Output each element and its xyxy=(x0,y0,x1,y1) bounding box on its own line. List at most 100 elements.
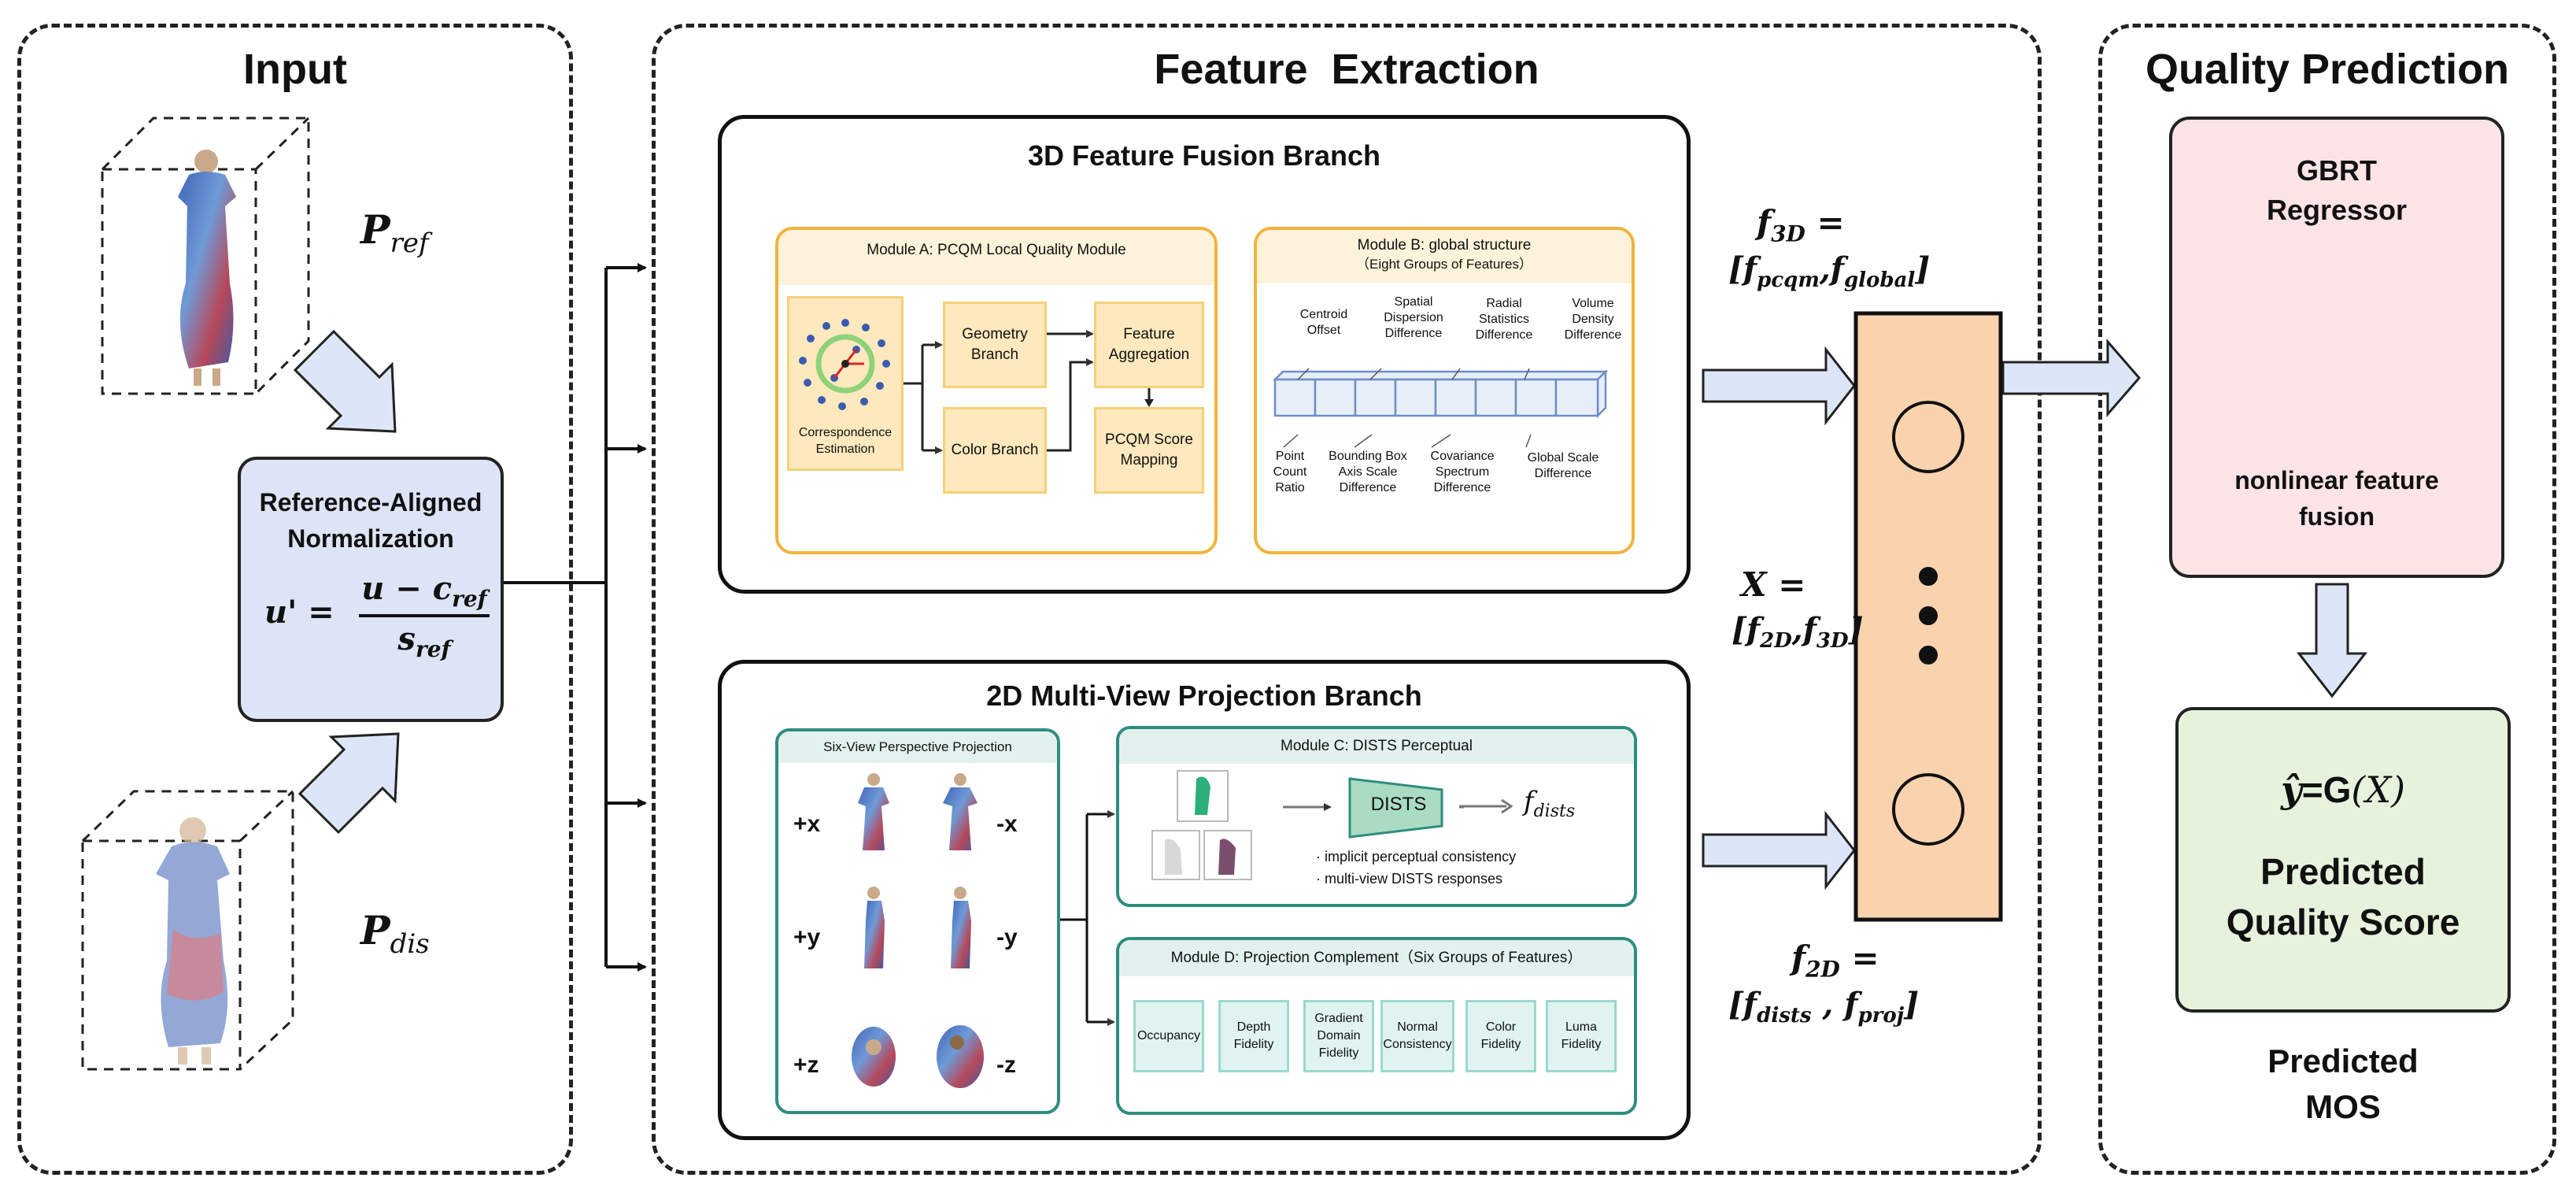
predicted-quality-1: Predicted xyxy=(2260,851,2426,892)
f2d-equation-lhs: f2D = xyxy=(1791,939,1879,982)
gradient-domain-label: Gradient Domain Fidelity xyxy=(1314,1012,1363,1060)
view-figure-plus-x xyxy=(858,773,889,850)
ref-to-norm-arrow xyxy=(293,329,397,433)
normalization-box: Reference-Aligned Normalization u' = u −… xyxy=(238,457,504,722)
p-ref-main: P xyxy=(360,206,390,253)
x-rhs-sub1: 2D xyxy=(1760,629,1792,653)
luma-fidelity-label: Luma Fidelity xyxy=(1561,1020,1602,1051)
numerator-main: u − c xyxy=(361,570,453,607)
occupancy-box: Occupancy xyxy=(1133,1000,1204,1072)
predicted-mos-1: Predicted xyxy=(2267,1042,2419,1079)
f3d-lhs-main: f xyxy=(1757,203,1772,242)
normal-consistency-label: Normal Consistency xyxy=(1383,1020,1452,1051)
predicted-mos-2: MOS xyxy=(2305,1088,2381,1125)
f2d-to-vector-arrow xyxy=(1702,810,1856,891)
feature-vector xyxy=(1853,311,2003,922)
f3d-lhs-sub: 3D xyxy=(1771,220,1805,247)
feature-extraction-title: Feature Extraction xyxy=(1154,46,1539,93)
denominator-sub: ref xyxy=(415,636,451,662)
geometry-branch-box: Geometry Branch xyxy=(943,302,1047,388)
normal-consistency-box: Normal Consistency xyxy=(1380,1000,1454,1072)
branch-3d-title: 3D Feature Fusion Branch xyxy=(1027,139,1381,172)
view-minus-y: -y xyxy=(996,924,1018,950)
aggregation-to-mapping-arrow xyxy=(1144,388,1154,407)
pcqm-score-mapping-box: PCQM Score Mapping xyxy=(1094,407,1204,494)
gbrt-title-2: Regressor xyxy=(2266,194,2408,226)
feature-extraction-panel: Feature Extraction xyxy=(652,24,2042,1175)
branch-2d-title: 2D Multi-View Projection Branch xyxy=(986,679,1422,712)
reference-cube xyxy=(101,117,310,395)
module-b-header: Module B: global structure （Eight Groups… xyxy=(1257,230,1632,283)
f3d-to-vector-arrow xyxy=(1702,346,1856,426)
dists-output-arrow xyxy=(1459,798,1513,814)
module-b-title-2: （Eight Groups of Features） xyxy=(1356,257,1532,272)
vector-to-gbrt-arrow xyxy=(2001,338,2141,418)
view-minus-z: -z xyxy=(996,1052,1016,1078)
normalization-title-2: Normalization xyxy=(287,524,454,553)
gbrt-title-1: GBRT xyxy=(2297,154,2377,187)
p-dis-sub: dis xyxy=(390,928,430,960)
module-b-title-1: Module B: global structure xyxy=(1357,237,1532,254)
quality-prediction-panel: Quality Prediction xyxy=(2098,24,2556,1175)
six-view-projection: Six-View Perspective Projection xyxy=(775,728,1060,1114)
gbrt-regressor-box: GBRT Regressor nonlinear feature fusion xyxy=(2169,117,2504,578)
color-branch-label: Color Branch xyxy=(951,442,1039,458)
p-ref-label: Pref xyxy=(360,206,429,259)
luma-fidelity-box: Luma Fidelity xyxy=(1546,1000,1617,1072)
f2d-lhs-sub: 2D xyxy=(1805,956,1840,983)
f-dists-main: f xyxy=(1524,786,1534,817)
module-d-title: Module D: Projection Complement（Six Grou… xyxy=(1119,940,1634,976)
feature-aggregation-label: Feature Aggregation xyxy=(1108,326,1190,363)
reference-person-figure xyxy=(178,150,236,386)
g-function: =G xyxy=(2301,769,2352,810)
quality-prediction-title: Quality Prediction xyxy=(2145,46,2510,93)
f2d-equals: = xyxy=(1851,939,1879,977)
f3d-equation-rhs: [fpcqm,fglobal] xyxy=(1728,250,1930,292)
f2d-equation-rhs: [fdists , fproj] xyxy=(1728,986,1919,1028)
color-fidelity-box: Color Fidelity xyxy=(1465,1000,1536,1072)
correspondence-icon xyxy=(799,319,890,410)
normalization-title-1: Reference-Aligned xyxy=(259,488,482,517)
input-panel: Input xyxy=(17,24,573,1175)
color-fidelity-label: Color Fidelity xyxy=(1480,1020,1521,1051)
module-c-bullet-2: · multi-view DISTS responses xyxy=(1316,871,1503,887)
module-b-feature-strip xyxy=(1272,368,1609,419)
gbrt-to-score-arrow xyxy=(2296,583,2368,698)
occupancy-label: Occupancy xyxy=(1136,1029,1201,1042)
x-rhs-sub2: 3D xyxy=(1816,629,1849,653)
x-rhs-mid: ,f xyxy=(1791,611,1817,648)
f3d-rhs-close: ] xyxy=(1915,250,1931,287)
module-a-title: Module A: PCQM Local Quality Module xyxy=(778,230,1214,285)
module-a-connectors xyxy=(904,330,1094,454)
volume-density-label: Volume Density Difference xyxy=(1564,297,1622,342)
y-hat: ŷ xyxy=(2280,768,2302,811)
pcqm-score-mapping-label: PCQM Score Mapping xyxy=(1105,431,1193,468)
p-ref-sub: ref xyxy=(390,228,429,259)
x-equation-lhs: X = xyxy=(1741,565,1806,604)
module-c-bullet-1: · implicit perceptual consistency xyxy=(1316,849,1517,865)
covariance-spectrum-label: Covariance Spectrum Difference xyxy=(1430,450,1495,494)
view-plus-x: +x xyxy=(793,811,821,837)
view-figure-minus-x xyxy=(943,773,978,850)
geometry-branch-label: Geometry Branch xyxy=(962,326,1028,363)
f2d-rhs-sub1: dists xyxy=(1757,1004,1812,1028)
view-plus-z: +z xyxy=(793,1052,819,1078)
dists-label: DISTS xyxy=(1370,794,1427,815)
global-scale-label: Global Scale Difference xyxy=(1527,451,1599,480)
point-count-ratio-label: Point Count Ratio xyxy=(1273,450,1307,494)
depth-fidelity-box: Depth Fidelity xyxy=(1218,1000,1289,1072)
centroid-offset-label: Centroid Offset xyxy=(1299,308,1348,337)
p-dis-main: P xyxy=(360,907,390,953)
feature-aggregation-box: Feature Aggregation xyxy=(1094,302,1204,388)
predicted-quality-2: Quality Score xyxy=(2226,902,2460,942)
module-c-graphic xyxy=(1151,770,1464,880)
view-figure-minus-y xyxy=(951,887,971,968)
six-view-connectors xyxy=(1060,810,1115,1026)
f3d-rhs-mid: ,f xyxy=(1819,250,1844,287)
f3d-equation-lhs: f3D = xyxy=(1757,203,1845,246)
x-rhs-open: [f xyxy=(1732,611,1761,648)
normalization-denominator: sref xyxy=(357,620,491,662)
projection-views-figures xyxy=(852,773,984,1088)
prediction-equation: ŷ=G(X) xyxy=(2179,768,2508,811)
predicted-score-box: ŷ=G(X) Predicted Quality Score xyxy=(2175,707,2511,1013)
